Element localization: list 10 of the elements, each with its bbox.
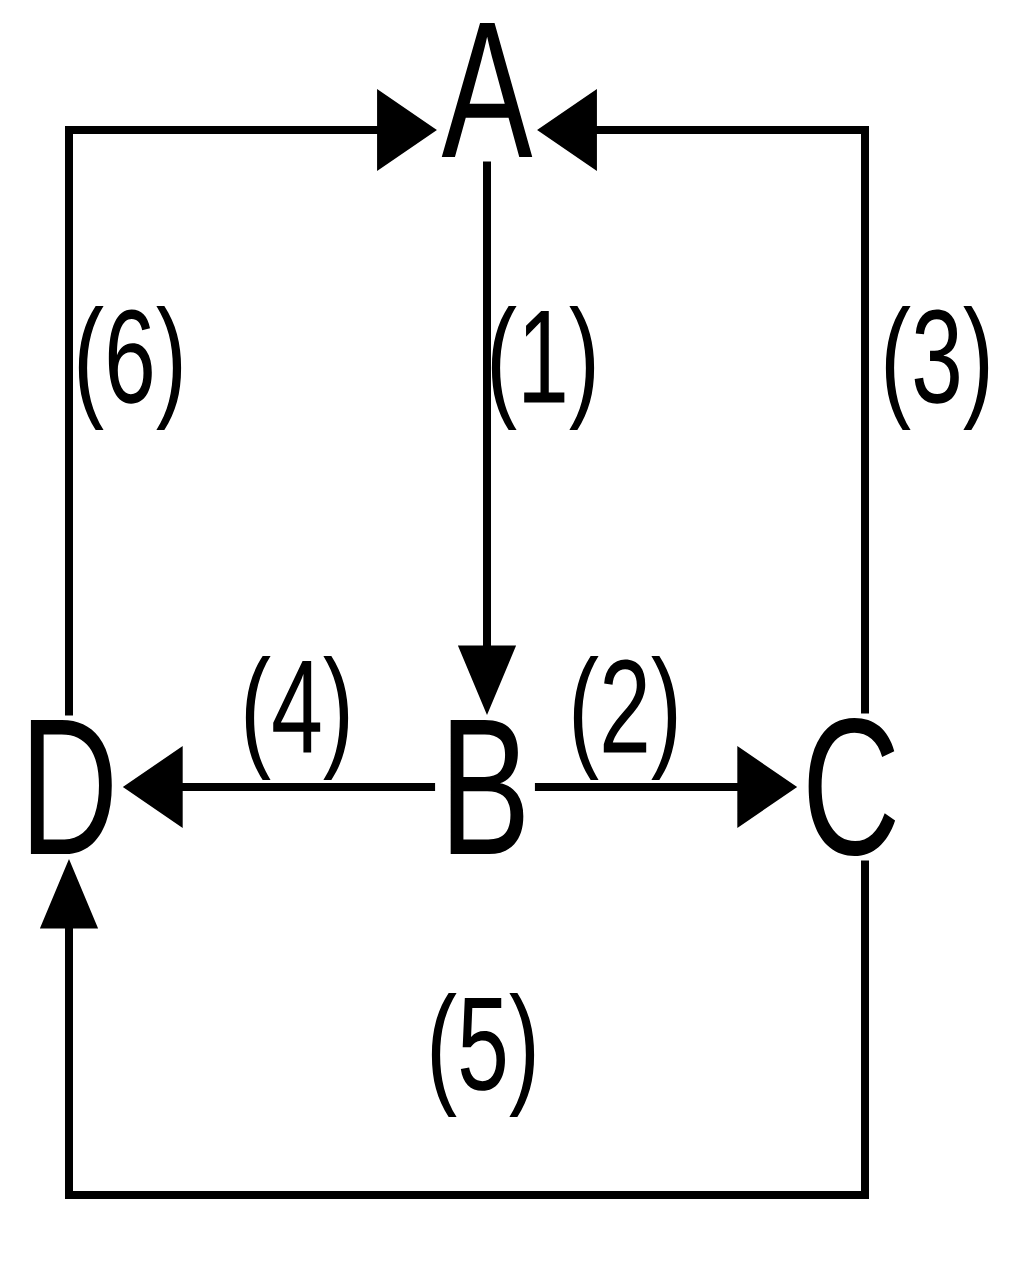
edge-label: (6) [78, 306, 182, 430]
node-label: D [30, 719, 112, 855]
node-label: A [441, 22, 533, 158]
edge-label: (4) [245, 656, 349, 780]
edge-label: (3) [885, 306, 989, 430]
edge-label: (2) [573, 656, 677, 780]
node-label: C [808, 717, 896, 857]
edge-label: (1) [491, 306, 595, 430]
node-label: B [450, 719, 524, 855]
edge-label: (5) [431, 993, 535, 1117]
